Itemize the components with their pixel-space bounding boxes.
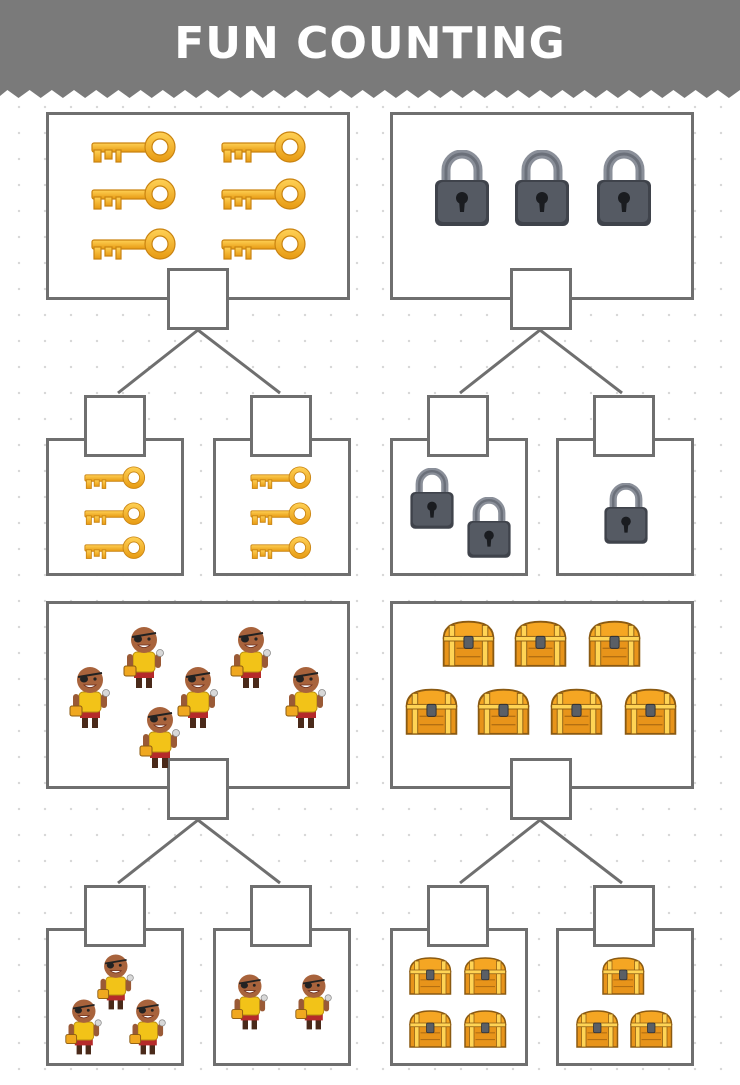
treasure-chest-icon [586,618,643,668]
page-title: FUN COUNTING [174,18,566,69]
key-icon [82,464,147,493]
answer-box-pirates-total[interactable] [167,758,229,820]
key-icon [218,225,308,265]
answer-box-pirates-right[interactable] [250,885,312,947]
pirate-icon [68,662,112,732]
key-icon [218,128,308,168]
treasure-chest-icon [628,1008,675,1049]
treasure-chest-icon [462,1008,509,1049]
key-icon [248,534,313,563]
pirate-icon [96,950,136,1013]
answer-box-keys-total[interactable] [167,268,229,330]
answer-box-pirates-left[interactable] [84,885,146,947]
padlock-icon [432,149,492,228]
treasure-chest-icon [462,955,509,996]
pirate-icon [229,622,273,692]
answer-box-chests-total[interactable] [510,758,572,820]
pirate-icon [128,995,168,1058]
pirate-icon [138,702,182,772]
answer-box-chests-right[interactable] [593,885,655,947]
answer-box-chests-left[interactable] [427,885,489,947]
pirate-icon [122,622,166,692]
treasure-chest-icon [548,686,605,736]
treasure-chest-icon [440,618,497,668]
pirate-icon [284,662,328,732]
treasure-chest-icon [512,618,569,668]
key-icon [88,175,178,215]
key-icon [218,175,308,215]
treasure-chest-icon [403,686,460,736]
treasure-chest-icon [600,955,647,996]
pirate-icon [294,970,334,1033]
answer-box-padlocks-total[interactable] [510,268,572,330]
pirate-icon [64,995,104,1058]
key-icon [82,500,147,529]
pirate-icon [176,662,220,732]
treasure-chest-icon [407,955,454,996]
treasure-chest-icon [622,686,679,736]
padlock-icon [594,149,654,228]
padlock-icon [602,482,650,545]
key-icon [88,128,178,168]
key-icon [248,500,313,529]
answer-box-keys-right[interactable] [250,395,312,457]
treasure-chest-icon [574,1008,621,1049]
key-icon [248,464,313,493]
padlock-icon [465,496,513,559]
answer-box-keys-left[interactable] [84,395,146,457]
pirate-icon [230,970,270,1033]
answer-box-padlocks-right[interactable] [593,395,655,457]
treasure-chest-icon [475,686,532,736]
padlock-icon [512,149,572,228]
header-banner [0,0,740,98]
key-icon [82,534,147,563]
answer-box-padlocks-left[interactable] [427,395,489,457]
padlock-icon [408,467,456,530]
key-icon [88,225,178,265]
treasure-chest-icon [407,1008,454,1049]
